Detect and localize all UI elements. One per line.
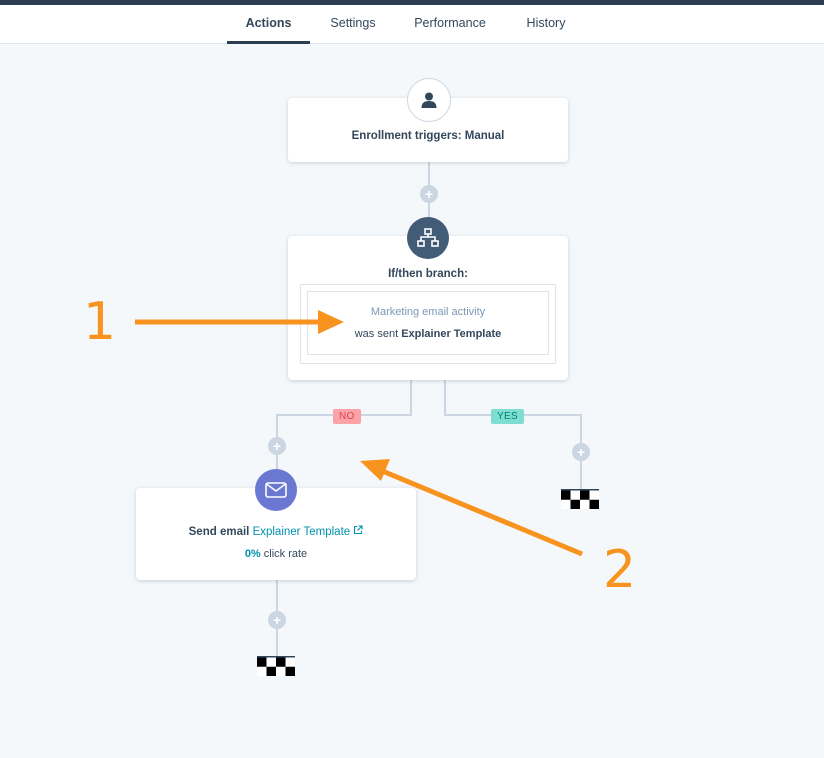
branch-icon	[407, 217, 449, 259]
criteria-detail: was sent Explainer Template	[308, 328, 548, 340]
trigger-title: Enrollment triggers: Manual	[351, 130, 505, 142]
envelope-icon	[255, 469, 297, 511]
add-action-button-yes[interactable]: +	[572, 443, 590, 461]
user-icon	[407, 78, 451, 122]
click-rate-label: click rate	[263, 548, 308, 560]
annotation-number-2: 2	[603, 540, 637, 600]
connector-line	[410, 380, 412, 416]
annotation-number-1: 1	[83, 292, 117, 352]
end-flag-icon	[257, 656, 295, 676]
no-branch-badge: NO	[333, 409, 361, 424]
yes-branch-badge: YES	[491, 409, 524, 424]
criteria-label: Marketing email activity	[370, 306, 486, 318]
click-rate: 0% click rate	[136, 548, 416, 560]
end-flag-icon	[561, 489, 599, 509]
tab-performance[interactable]: Performance	[414, 16, 486, 30]
top-bar	[0, 0, 824, 5]
send-email-prefix: Send email	[188, 526, 250, 538]
branch-criteria[interactable]: Marketing email activity was sent Explai…	[307, 291, 549, 355]
add-action-button[interactable]: +	[420, 185, 438, 203]
add-action-button-no[interactable]: +	[268, 437, 286, 455]
branch-title: If/then branch:	[388, 268, 468, 280]
connector-line	[444, 380, 446, 416]
send-email-line: Send email Explainer Template	[136, 525, 416, 538]
email-template-link[interactable]: Explainer Template	[252, 526, 351, 538]
tab-bar: Actions Settings Performance History	[0, 5, 824, 44]
add-action-button-after-email[interactable]: +	[268, 611, 286, 629]
criteria-value: Explainer Template	[401, 328, 502, 340]
click-rate-value: 0%	[244, 548, 261, 560]
if-then-branch-card[interactable]: If/then branch: Marketing email activity…	[288, 236, 568, 380]
tab-history[interactable]: History	[526, 16, 566, 30]
external-link-icon[interactable]	[353, 525, 363, 538]
branch-criteria-box: Marketing email activity was sent Explai…	[300, 284, 556, 364]
tab-actions[interactable]: Actions	[227, 5, 310, 44]
criteria-prefix: was sent	[354, 328, 399, 340]
tab-settings[interactable]: Settings	[330, 16, 376, 30]
